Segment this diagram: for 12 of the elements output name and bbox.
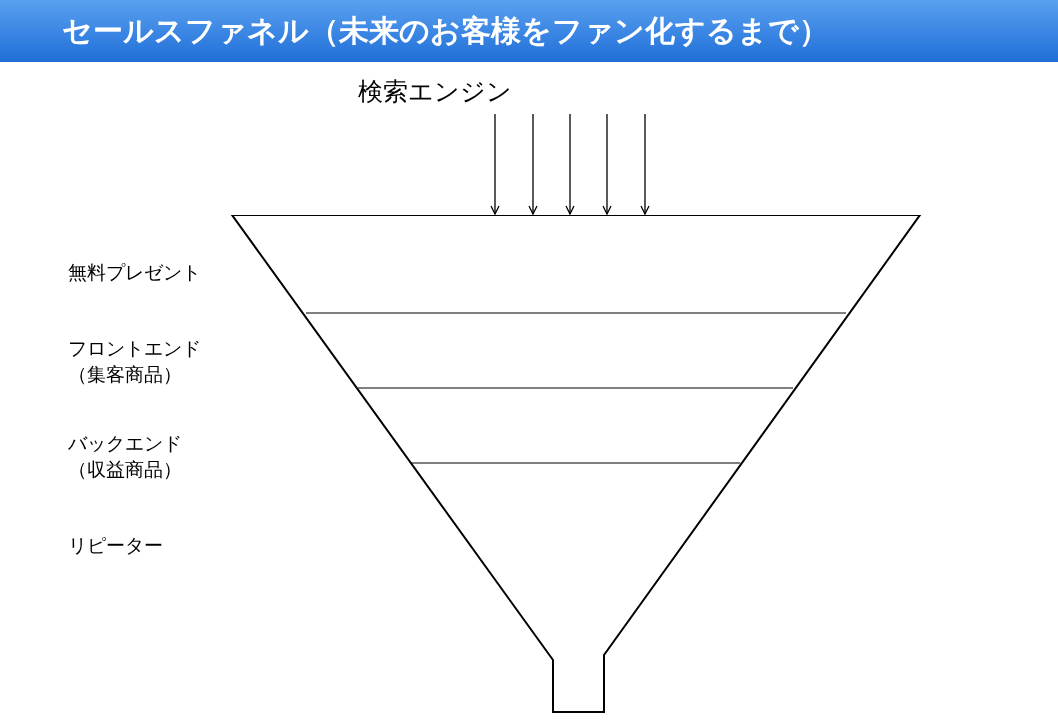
stage-label: 無料プレゼント [68,260,202,285]
funnel-drawing [230,215,922,714]
stage-label: リピーター [68,533,164,558]
arrow [602,113,612,215]
arrow [490,113,500,215]
stage-label: フロントエンド（集客商品） [68,336,202,387]
stage-label: バックエンド（収益商品） [68,431,183,482]
title: セールスファネル（未来のお客様をファン化するまで） [62,12,829,50]
arrow [640,113,650,215]
arrow [528,113,538,215]
arrow [565,113,575,215]
source-text: 検索エンジン [340,72,530,112]
